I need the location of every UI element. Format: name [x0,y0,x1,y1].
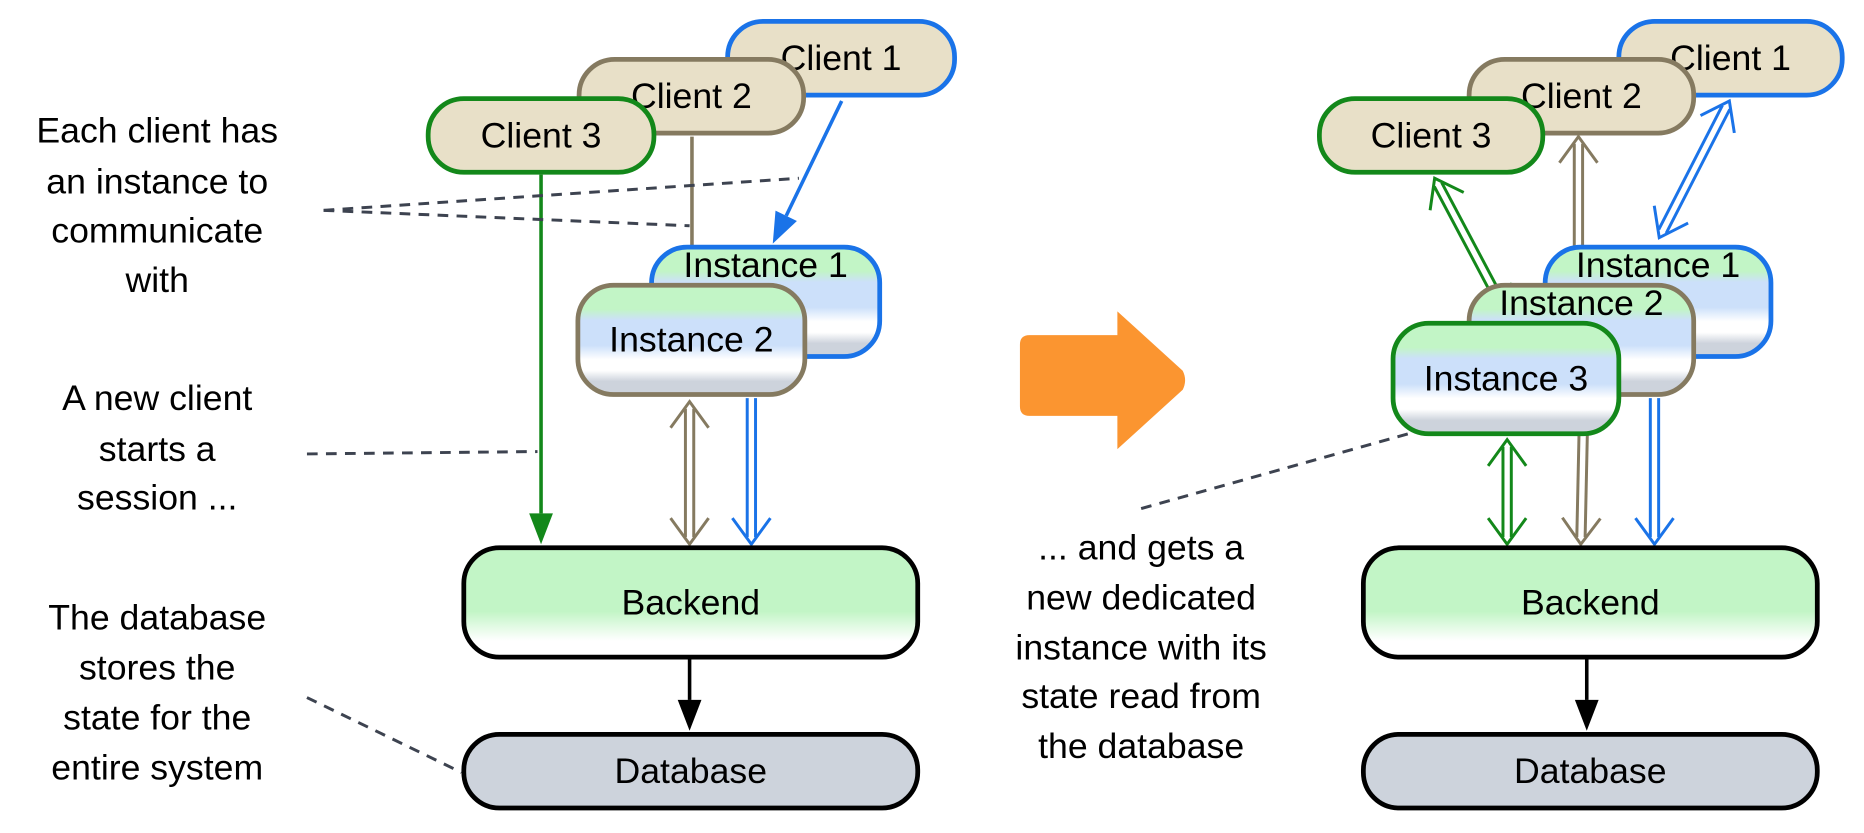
right-backend: Backend [1360,545,1820,660]
client1-to-instance1-arrow [772,100,844,244]
dedicated-note-leader [1140,432,1409,511]
database-note-line: The database [48,598,266,638]
connector-layer [529,98,1736,731]
r-instance2-backend-arrow [1561,433,1602,547]
r-client1-instance1-arrow [1652,98,1736,240]
right-client1-label: Client 1 [1670,38,1791,78]
instance2-backend-arrow [669,399,710,547]
right-client3: Client 3 [1317,96,1546,175]
right-instance3-label: Instance 3 [1424,358,1588,398]
instance-note-line: an instance to [46,162,268,202]
left-client1-label: Client 1 [781,38,902,78]
r-instance3-backend-arrow [1486,437,1528,547]
instance-note-leader-1 [323,176,800,212]
database-note-line: entire system [51,747,263,787]
r-backend-to-database-arrow [1574,659,1599,731]
instance-note: Each client has an instance to communicate… [36,111,278,301]
backend-to-database-arrow [677,659,702,731]
session-note-line: A new client [62,378,252,418]
left-instance2: Instance 2 [575,282,808,397]
annotation-layer: Each client has an instance to communicate… [36,111,1409,788]
dedicated-note-line: state read from [1021,676,1261,716]
left-client2-label: Client 2 [631,76,752,116]
right-database: Database [1360,731,1820,811]
right-instance3: Instance 3 [1390,320,1622,437]
instance-note-leader-2 [323,208,690,228]
left-backend: Backend [461,545,921,660]
dedicated-note-line: ... and gets a [1038,528,1244,568]
left-database-label: Database [615,751,768,791]
session-note: A new client starts a session ... [62,378,252,518]
client3-to-backend-arrow [529,174,553,545]
left-instance1-label: Instance 1 [683,245,847,285]
right-client2-label: Client 2 [1521,76,1642,116]
dedicated-note-line: instance with its [1015,627,1266,667]
session-note-line: starts a [99,429,216,469]
dedicated-note: ... and gets a new dedicated instance with… [1015,528,1266,766]
instance-note-line: communicate [51,210,263,250]
r-instance1-backend-arrow [1634,398,1675,547]
right-instance2-label: Instance 2 [1499,283,1663,323]
session-note-leader [306,450,538,456]
right-database-label: Database [1514,751,1667,791]
dedicated-note-line: the database [1038,726,1244,766]
instance-note-line: with [125,260,189,300]
dedicated-note-line: new dedicated [1026,578,1256,618]
left-client3-label: Client 3 [481,115,602,155]
right-backend-label: Backend [1521,582,1660,622]
right-instance1-label: Instance 1 [1576,245,1740,285]
left-client3: Client 3 [425,96,657,175]
instance1-backend-arrow [731,398,772,547]
right-client3-label: Client 3 [1371,115,1492,155]
session-note-line: session ... [77,478,237,518]
database-note-leader [306,696,463,774]
database-note: The database stores the state for the entir… [48,598,266,788]
database-note-line: stores the [79,648,235,688]
left-backend-label: Backend [621,582,760,622]
right-arrow-icon [1019,311,1186,450]
database-note-line: state for the [63,698,251,738]
left-database: Database [461,731,921,811]
instance-note-line: Each client has [36,111,278,151]
left-instance2-label: Instance 2 [609,320,773,360]
